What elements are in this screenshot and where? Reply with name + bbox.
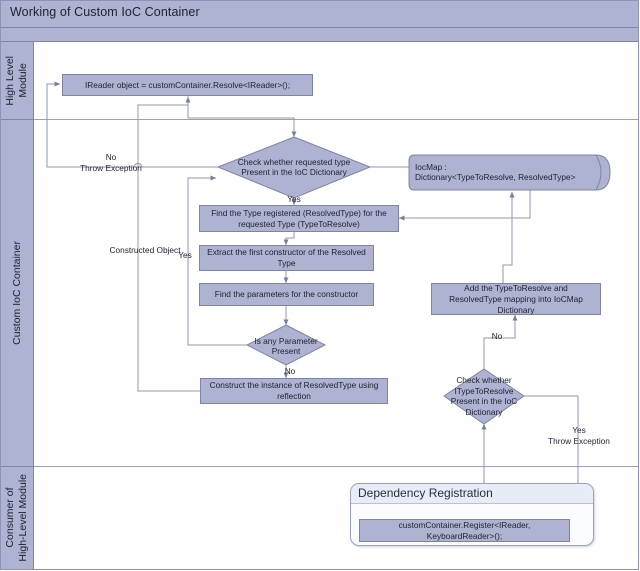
node-find-type-registered-label: Find the Type registered (ResolvedType) …	[211, 207, 387, 229]
group-dependency-registration-titlebar	[351, 484, 593, 503]
edge-label-no-throw-exception-left: No Throw Exception	[80, 152, 142, 173]
group-dependency-registration-title: Dependency Registration	[358, 486, 493, 500]
edge-label-yes-throw-exception-right: Yes Throw Exception	[548, 425, 610, 446]
lane-label-high-level-module: High Level Module	[4, 55, 29, 106]
lane-header-consumer-of-high-level-module: Consumer of High-Level Module	[1, 467, 34, 569]
node-is-any-parameter-present-label: Is any Parameter Present	[254, 335, 318, 357]
edge-label-yes-left: Yes	[178, 250, 192, 260]
edge-label-constructed-object: Constructed Object	[109, 245, 181, 255]
node-find-type-registered[interactable]: Find the Type registered (ResolvedType) …	[199, 205, 399, 232]
lane-header-custom-ioc-container: Custom IoC Container	[1, 120, 34, 467]
node-extract-first-constructor[interactable]: Extract the first constructor of the Res…	[199, 245, 374, 271]
edge-label-no-check-itypetoresolve: No	[491, 331, 503, 341]
lane-label-custom-ioc-container: Custom IoC Container	[10, 241, 23, 345]
node-register-call[interactable]: customContainer.Register<IReader, Keyboa…	[359, 519, 570, 542]
node-extract-first-constructor-label: Extract the first constructor of the Res…	[207, 247, 366, 268]
node-register-call-label: customContainer.Register<IReader, Keyboa…	[398, 519, 531, 541]
lane-label-consumer-of-high-level-module: Consumer of High-Level Module	[4, 474, 29, 562]
node-check-requested-type-label: Check whether requested type Present in …	[237, 156, 351, 178]
node-find-parameters[interactable]: Find the parameters for the constructor	[199, 283, 374, 306]
node-resolve-call-label: IReader object = customContainer.Resolve…	[85, 79, 290, 90]
node-ioc-map-label: IocMap : Dictionary<TypeToResolve, Resol…	[415, 161, 576, 183]
diagram-subtitle-band	[1, 28, 638, 42]
node-check-itypetoresolve-label: Check whether ITypeToResolve Present in …	[450, 375, 518, 417]
edge-label-no-is-any-parameter: No	[284, 366, 296, 376]
lane-header-high-level-module: High Level Module	[1, 42, 34, 120]
node-add-mapping-label: Add the TypeToResolve and ResolvedType m…	[449, 282, 583, 315]
node-construct-instance[interactable]: Construct the instance of ResolvedType u…	[200, 378, 388, 404]
node-find-parameters-label: Find the parameters for the constructor	[214, 289, 359, 299]
group-dependency-registration-divider	[351, 503, 593, 504]
diagram-title: Working of Custom IoC Container	[10, 5, 200, 19]
diagram-title-band	[1, 1, 638, 28]
node-resolve-call[interactable]: IReader object = customContainer.Resolve…	[62, 74, 313, 96]
node-add-mapping[interactable]: Add the TypeToResolve and ResolvedType m…	[431, 283, 601, 315]
node-construct-instance-label: Construct the instance of ResolvedType u…	[209, 380, 379, 401]
edge-label-yes-check-requested: Yes	[287, 194, 301, 204]
